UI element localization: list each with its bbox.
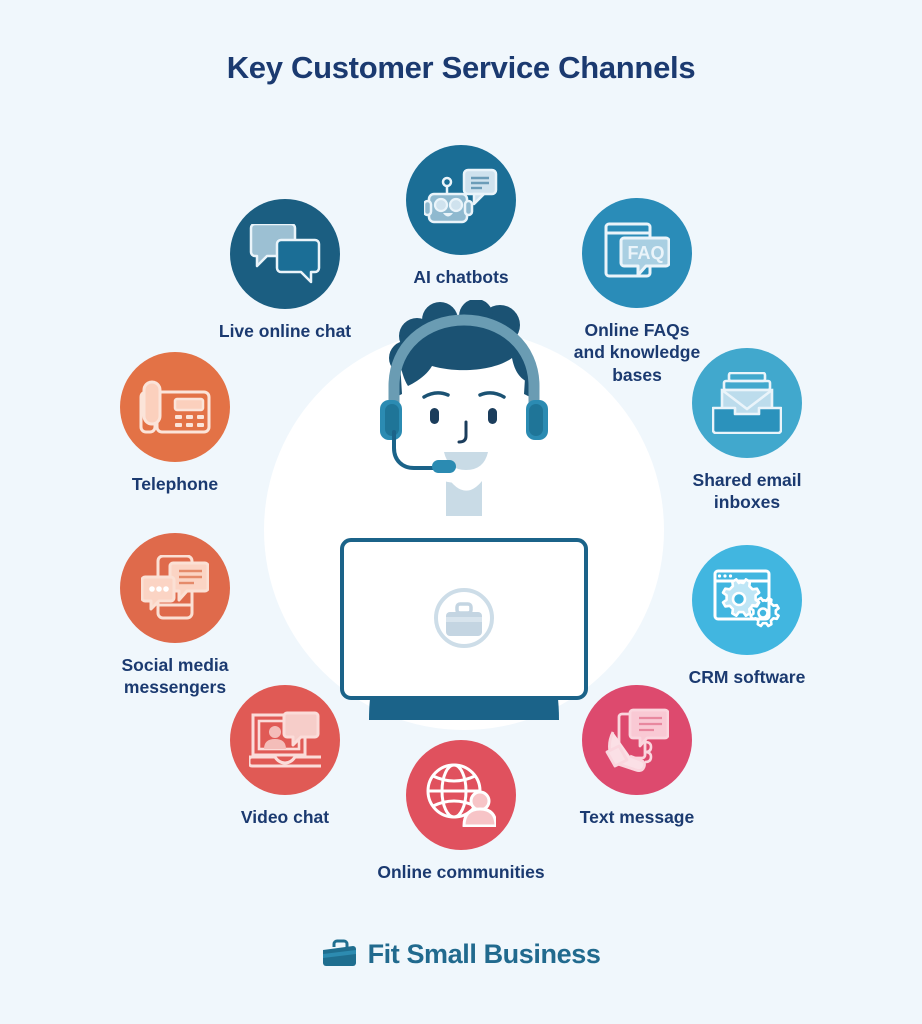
channel-ai-chatbots[interactable]: AI chatbots bbox=[351, 145, 571, 288]
text-message-circle bbox=[582, 685, 692, 795]
footer-brand[interactable]: Fit Small Business bbox=[0, 938, 922, 970]
shared-email-inboxes-label: Shared email inboxes bbox=[692, 470, 802, 513]
globe-person-icon bbox=[426, 763, 496, 827]
crm-software-label: CRM software bbox=[688, 667, 806, 687]
telephone-label: Telephone bbox=[131, 474, 219, 494]
channel-shared-email-inboxes[interactable]: Shared email inboxes bbox=[637, 348, 857, 514]
online-communities-circle bbox=[406, 740, 516, 850]
online-communities-label: Online communities bbox=[377, 862, 545, 882]
speech-bubbles-icon bbox=[249, 224, 321, 284]
online-faqs-label: Online FAQs and knowledge bases bbox=[573, 320, 701, 385]
hand-phone-message-icon bbox=[605, 708, 669, 772]
online-faqs-circle: FAQ bbox=[582, 198, 692, 308]
svg-text:FAQ: FAQ bbox=[627, 243, 664, 263]
video-chat-circle bbox=[230, 685, 340, 795]
ai-chatbots-circle bbox=[406, 145, 516, 255]
shared-email-inboxes-circle bbox=[692, 348, 802, 458]
channel-crm-software[interactable]: CRM software bbox=[637, 545, 857, 688]
channel-telephone[interactable]: Telephone bbox=[65, 352, 285, 495]
channel-video-chat[interactable]: Video chat bbox=[175, 685, 395, 828]
channel-online-communities[interactable]: Online communities bbox=[351, 740, 571, 883]
brand-name: Fit Small Business bbox=[367, 938, 601, 969]
live-online-chat-label: Live online chat bbox=[218, 321, 352, 341]
phone-messages-icon bbox=[141, 555, 209, 620]
briefcase-icon bbox=[322, 939, 356, 966]
gears-window-icon bbox=[713, 569, 780, 628]
social-media-messengers-circle bbox=[120, 533, 230, 643]
social-media-messengers-label: Social media messengers bbox=[121, 655, 229, 698]
channel-text-message[interactable]: Text message bbox=[527, 685, 747, 828]
live-online-chat-circle bbox=[230, 199, 340, 309]
faq-window-icon: FAQ bbox=[604, 222, 670, 278]
ai-chatbots-label: AI chatbots bbox=[413, 267, 509, 287]
channel-online-faqs[interactable]: FAQ Online FAQs and knowledge bases bbox=[527, 198, 747, 386]
inbox-envelope-icon bbox=[712, 372, 782, 434]
telephone-circle bbox=[120, 352, 230, 462]
page-title: Key Customer Service Channels bbox=[226, 50, 696, 85]
channel-live-online-chat[interactable]: Live online chat bbox=[175, 199, 395, 342]
desk-phone-icon bbox=[139, 380, 211, 434]
agent-figure bbox=[340, 300, 588, 720]
laptop-video-icon bbox=[249, 711, 321, 768]
video-chat-label: Video chat bbox=[240, 807, 330, 827]
text-message-label: Text message bbox=[579, 807, 695, 827]
crm-software-circle bbox=[692, 545, 802, 655]
channel-social-media-messengers[interactable]: Social media messengers bbox=[65, 533, 285, 699]
centre-illustration bbox=[254, 300, 674, 730]
robot-chat-icon bbox=[424, 168, 498, 224]
